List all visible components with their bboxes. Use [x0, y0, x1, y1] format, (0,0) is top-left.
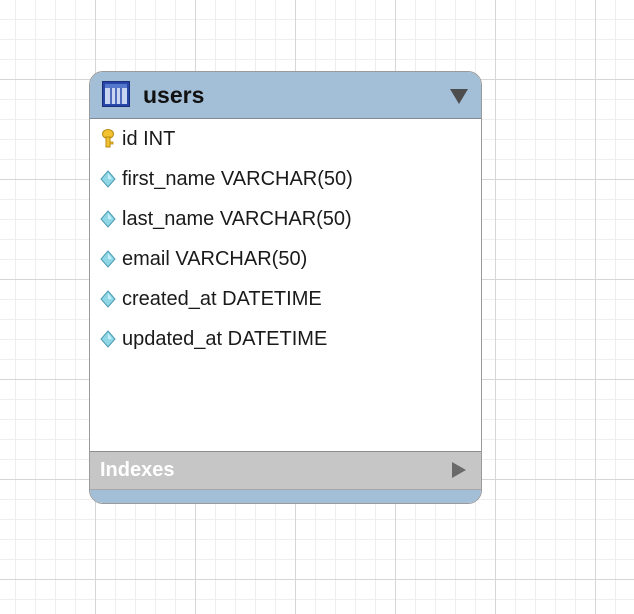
column-label: updated_at DATETIME: [122, 328, 328, 350]
column-row-first-name[interactable]: first_name VARCHAR(50): [90, 159, 481, 199]
column-label: id INT: [122, 128, 176, 150]
column-label: first_name VARCHAR(50): [122, 168, 353, 190]
users-table-entity[interactable]: users id INT first_name VARCHAR(50): [89, 71, 482, 504]
triangle-right-icon[interactable]: [451, 461, 467, 479]
column-diamond-icon: [100, 170, 116, 188]
column-row-updated-at[interactable]: updated_at DATETIME: [90, 319, 481, 359]
column-diamond-icon: [100, 330, 116, 348]
table-icon: [102, 81, 130, 107]
indexes-section[interactable]: Indexes: [90, 451, 481, 490]
table-header[interactable]: users: [90, 72, 481, 119]
column-label: created_at DATETIME: [122, 288, 322, 310]
triangle-down-icon[interactable]: [449, 87, 469, 105]
column-label: last_name VARCHAR(50): [122, 208, 352, 230]
primary-key-icon: [102, 129, 114, 148]
column-diamond-icon: [100, 290, 116, 308]
column-row-id[interactable]: id INT: [90, 119, 481, 159]
column-row-last-name[interactable]: last_name VARCHAR(50): [90, 199, 481, 239]
table-title: users: [143, 82, 205, 108]
table-footer: [90, 490, 481, 503]
column-row-email[interactable]: email VARCHAR(50): [90, 239, 481, 279]
column-diamond-icon: [100, 250, 116, 268]
column-diamond-icon: [100, 210, 116, 228]
columns-list: id INT first_name VARCHAR(50) last_name …: [90, 119, 481, 451]
column-label: email VARCHAR(50): [122, 248, 308, 270]
column-row-created-at[interactable]: created_at DATETIME: [90, 279, 481, 319]
indexes-label: Indexes: [100, 459, 175, 481]
